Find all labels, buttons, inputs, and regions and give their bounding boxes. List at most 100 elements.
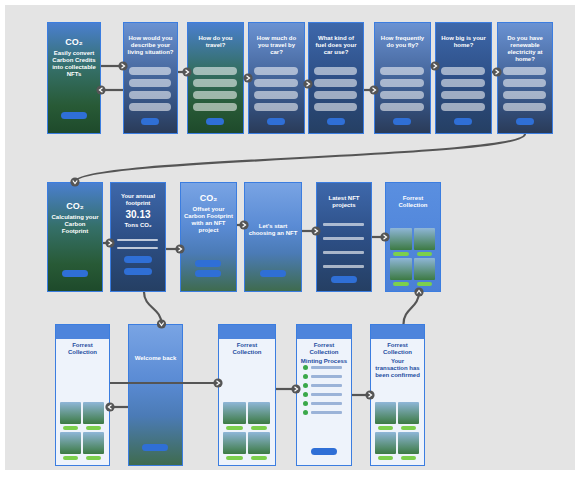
screen-text: Forrest Collection <box>59 342 106 356</box>
screen-text: How do you travel? <box>191 35 240 49</box>
nft-thumbnail <box>390 258 412 280</box>
app-screen: How would you describe your living situa… <box>123 22 178 134</box>
action-button <box>311 448 337 455</box>
option-pill <box>314 79 357 87</box>
nft-thumbnail <box>60 402 81 424</box>
screen-text: How much do you travel by car? <box>252 35 301 56</box>
option-pill <box>314 103 357 111</box>
step-check <box>303 392 308 397</box>
option-pill <box>254 91 298 99</box>
next-button <box>454 118 472 125</box>
option-pill <box>503 67 546 75</box>
flow-connector <box>404 292 420 324</box>
screen-text: Forrest Collection <box>300 342 348 356</box>
option-pill <box>254 67 298 75</box>
buy-button <box>417 252 433 256</box>
next-button <box>141 118 159 125</box>
option-pill <box>129 103 171 111</box>
nft-thumbnail <box>248 402 271 424</box>
option-pill <box>380 79 424 87</box>
nft-thumbnail <box>414 258 436 280</box>
option-pill <box>193 103 237 111</box>
screen-text: Your annual footprint <box>114 193 162 207</box>
app-screen: Do you have renewable electricity at hom… <box>497 22 553 134</box>
option-pill <box>441 79 485 87</box>
action-button <box>142 444 168 451</box>
flow-connector <box>364 89 374 91</box>
nft-thumbnail <box>60 432 81 454</box>
screen-text: CO₂ <box>65 37 83 48</box>
screen-text: Welcome back <box>135 355 177 362</box>
flow-connector <box>372 236 385 238</box>
screen-text: Offset your Carbon Footprint with an NFT… <box>184 206 233 234</box>
step-check <box>303 365 308 370</box>
nft-thumbnail <box>398 432 419 454</box>
buy-button <box>401 426 416 430</box>
buy-button <box>86 426 101 430</box>
nft-thumbnail <box>390 228 412 250</box>
next-button <box>393 118 411 125</box>
action-button <box>61 112 87 119</box>
buy-button <box>393 252 409 256</box>
nft-thumbnail <box>223 432 246 454</box>
app-screen: Forrest Collection <box>385 182 441 292</box>
buy-button <box>393 282 409 286</box>
next-button <box>267 118 285 125</box>
flow-connector <box>352 394 370 396</box>
app-screen: Let's start choosing an NFT <box>244 182 302 292</box>
flow-connector <box>75 134 525 182</box>
text-line <box>311 375 342 378</box>
step-check <box>303 374 308 379</box>
step-check <box>303 383 308 388</box>
option-pill <box>503 91 546 99</box>
text-line <box>311 402 342 405</box>
screen-text: Forrest Collection <box>389 195 437 209</box>
text-line <box>323 251 364 254</box>
app-screen: Forrest CollectionYour transaction has b… <box>370 324 425 466</box>
option-pill <box>314 67 357 75</box>
flow-connector <box>302 230 316 232</box>
action-button <box>124 256 152 263</box>
option-pill <box>503 79 546 87</box>
screen-text: How frequently do you fly? <box>378 35 427 49</box>
nft-thumbnail <box>83 402 104 424</box>
option-pill <box>314 91 357 99</box>
screen-text: Forrest Collection <box>374 342 421 356</box>
buy-button <box>226 426 243 430</box>
flow-connector <box>144 292 162 324</box>
nft-thumbnail <box>83 432 104 454</box>
flow-connector <box>103 242 110 244</box>
next-button <box>206 118 224 125</box>
buy-button <box>251 456 268 460</box>
option-pill <box>441 91 485 99</box>
buy-button <box>378 426 393 430</box>
action-button <box>260 270 286 277</box>
app-screen: Forrest Collection <box>218 324 276 466</box>
option-pill <box>380 91 424 99</box>
app-screen: How do you travel? <box>187 22 244 134</box>
score-bar <box>117 239 158 241</box>
app-screen: How much do you travel by car? <box>248 22 305 134</box>
text-line <box>323 265 364 268</box>
buy-button <box>63 426 78 430</box>
option-pill <box>380 103 424 111</box>
app-screen: How big is your home? <box>435 22 492 134</box>
text-line <box>311 384 342 387</box>
option-pill <box>503 103 546 111</box>
text-line <box>311 366 342 369</box>
buy-button <box>226 456 243 460</box>
action-button <box>331 276 357 283</box>
text-line <box>323 237 364 240</box>
screen-text: Calculating your Carbon Footprint <box>51 214 99 235</box>
flow-connector <box>166 248 180 250</box>
text-line <box>323 223 364 226</box>
screen-text: CO₂ <box>66 201 84 212</box>
option-pill <box>129 91 171 99</box>
screen-text: How big is your home? <box>439 35 488 49</box>
option-pill <box>254 103 298 111</box>
app-screen: Welcome back <box>128 324 183 466</box>
flow-connector <box>101 89 123 91</box>
app-screen: What kind of fuel does your car use? <box>308 22 364 134</box>
option-pill <box>129 79 171 87</box>
